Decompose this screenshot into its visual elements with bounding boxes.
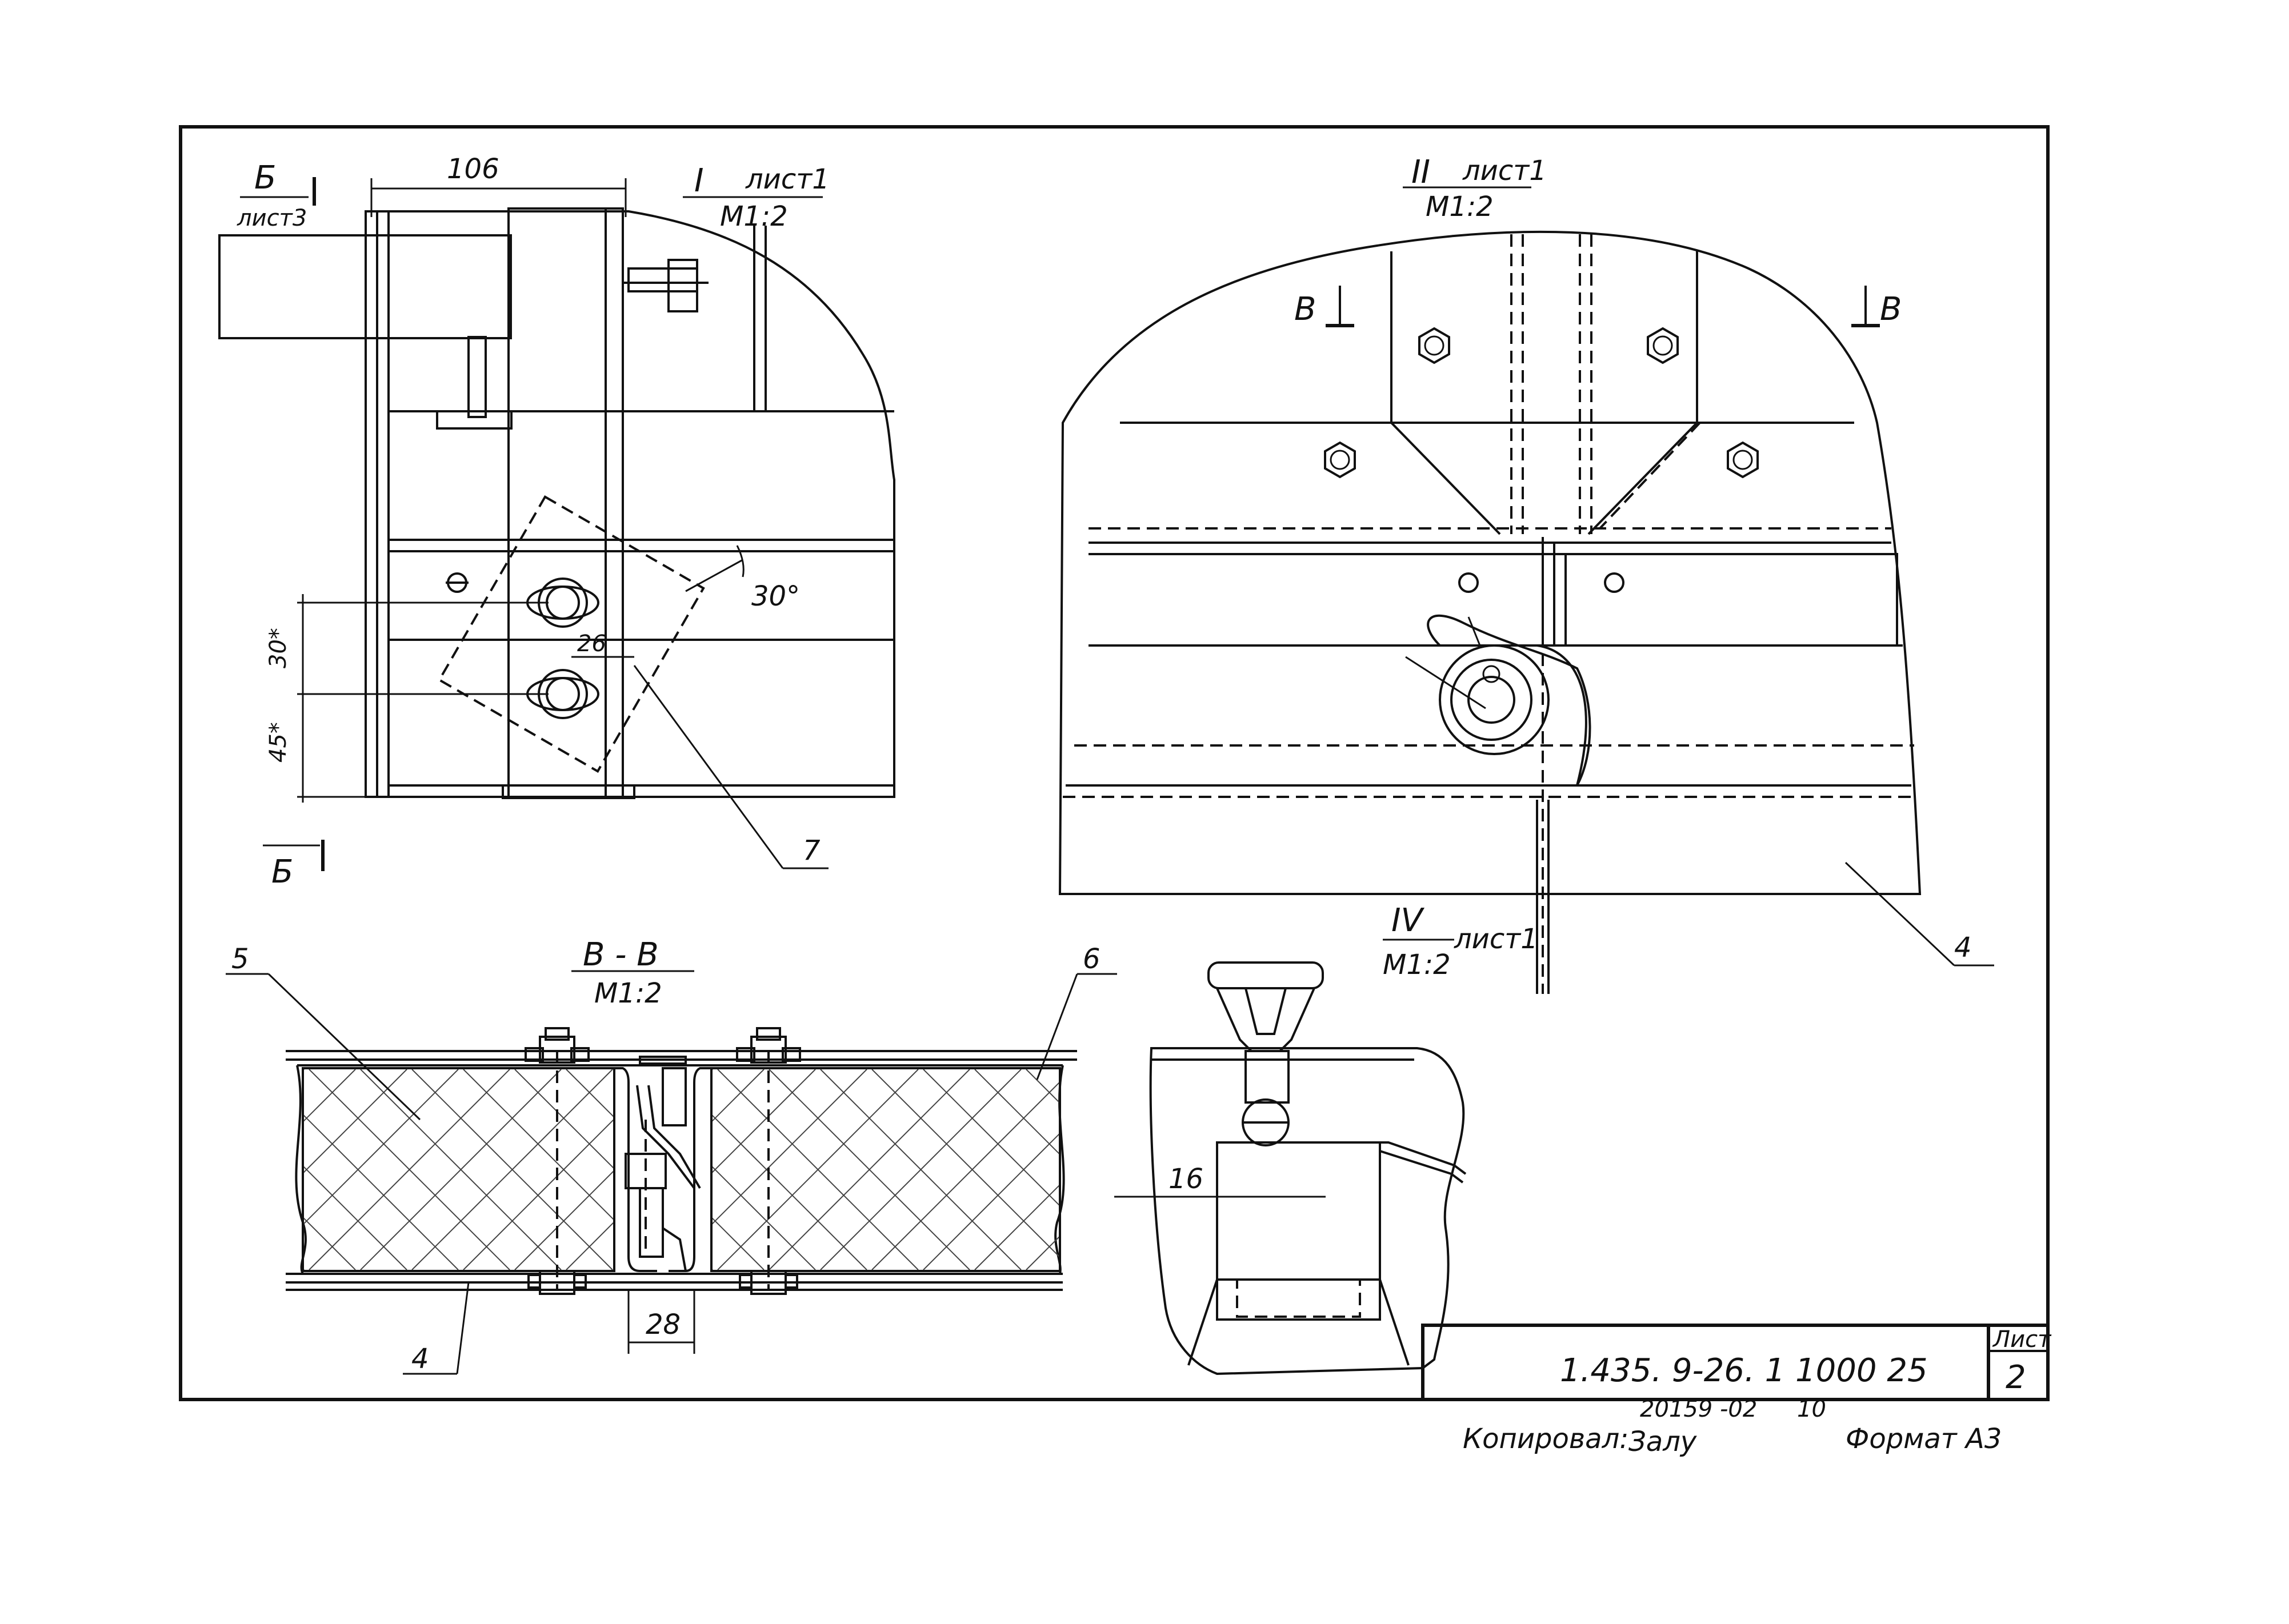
- dim-45: 45*: [265, 722, 291, 763]
- dim-16: 16: [1168, 1163, 1203, 1195]
- view-IV: 16: [1114, 961, 1467, 1376]
- section-VV: В - В М1:2: [226, 936, 1381, 1375]
- hatch-line: [411, 1069, 613, 1270]
- hatch-line: [1180, 1069, 1381, 1270]
- right-insulation-hatch: [512, 1069, 1381, 1270]
- hatch-line: [360, 1069, 562, 1270]
- view-I: 106 Б лист3 I лист1 М1:2 30* 45* 30° 26 …: [218, 153, 895, 891]
- hatch-line: [566, 1222, 613, 1270]
- footer-num-small: 10: [1797, 1396, 1826, 1422]
- view-II: В В II лист1 М1:2 4 IV лист1 М1:2: [1058, 154, 1994, 994]
- callout-6: 6: [1083, 943, 1101, 975]
- section-VV-callout-4: 4: [411, 1343, 429, 1375]
- hatch-line: [721, 1069, 921, 1270]
- hatch-line: [304, 1069, 459, 1225]
- title-block-sheet-label: Лист: [1992, 1326, 2052, 1353]
- hatch-line: [820, 1069, 1022, 1270]
- view-I-title: I: [694, 162, 704, 199]
- hatch-line: [514, 1170, 613, 1270]
- callout-7: 7: [803, 835, 821, 867]
- footer-number: 20159 -02: [1640, 1396, 1757, 1422]
- hatch-line: [772, 1069, 973, 1270]
- section-right-label: В: [1880, 291, 1902, 328]
- view-II-scale: М1:2: [1426, 191, 1494, 223]
- hatch-line: [721, 1069, 921, 1270]
- dim-30b: 30*: [265, 628, 291, 668]
- section-VV-title: В - В: [583, 936, 659, 973]
- hatch-line: [304, 1069, 305, 1070]
- hatch-line: [772, 1069, 973, 1270]
- footer-signature: Залу: [1628, 1426, 1697, 1458]
- view-I-sheet: лист1: [745, 163, 830, 195]
- title-block: Лист 2 1.435. 9-26. 1 1000 25: [1421, 1324, 2052, 1401]
- hatch-line: [713, 1069, 765, 1122]
- hatch-line: [512, 1069, 713, 1270]
- hatch-line: [713, 1069, 816, 1173]
- section-mark-top: Б: [254, 159, 276, 197]
- sheet-frame: [179, 125, 2050, 1401]
- hatch-line: [304, 1069, 407, 1173]
- view-I-scale: М1:2: [720, 201, 788, 232]
- section-sheet-label: лист3: [237, 205, 307, 231]
- hatch-line: [974, 1069, 1059, 1154]
- view-IV-scale: М1:2: [1383, 949, 1451, 981]
- hatch-line: [512, 1069, 713, 1270]
- hatch-line: [304, 1217, 356, 1270]
- hatch-line: [717, 1069, 919, 1270]
- hatch-line: [618, 1069, 818, 1270]
- view-II-callout-4: 4: [1954, 932, 1972, 964]
- hatch-line: [713, 1069, 867, 1225]
- title-block-sheet-number: 2: [2006, 1359, 2026, 1396]
- hatch-line: [871, 1082, 1059, 1270]
- hatch-line: [713, 1217, 765, 1270]
- dim-26: 26: [577, 631, 606, 657]
- dim-28: 28: [646, 1309, 681, 1341]
- hatch-line: [463, 1119, 613, 1270]
- hatch-line: [618, 1069, 818, 1270]
- view-IV-title: IV: [1391, 902, 1425, 939]
- dim-width-label: 106: [447, 153, 499, 185]
- hatch-line: [923, 1133, 1059, 1270]
- hatch-line: [309, 1069, 510, 1270]
- hatch-line: [1129, 1069, 1330, 1270]
- hatch-line: [566, 1069, 613, 1117]
- callout-5: 5: [231, 943, 249, 975]
- footer-copied: Копировал:: [1463, 1423, 1628, 1455]
- dim-30-angle: 30°: [751, 580, 800, 612]
- section-VV-scale: М1:2: [594, 977, 662, 1009]
- section-left-label: В: [1294, 291, 1316, 328]
- hatch-line: [1180, 1069, 1381, 1270]
- hatch-line: [974, 1185, 1059, 1270]
- hatch-line: [769, 1069, 970, 1270]
- footer: Копировал: Залу 20159 -02 10 Формат А3: [1463, 1396, 2002, 1458]
- hatch-line: [304, 1069, 356, 1122]
- view-IV-sheet: лист1: [1454, 923, 1538, 955]
- left-insulation-hatch: [304, 1069, 973, 1270]
- hatch-line: [514, 1069, 613, 1169]
- title-block-code: 1.435. 9-26. 1 1000 25: [1560, 1352, 1928, 1389]
- footer-format: Формат А3: [1846, 1423, 2002, 1455]
- section-mark-bottom: Б: [271, 853, 293, 891]
- hatch-line: [1129, 1069, 1330, 1270]
- hatch-line: [304, 1269, 305, 1270]
- view-II-sheet: лист1: [1462, 155, 1547, 187]
- view-II-title: II: [1411, 154, 1430, 191]
